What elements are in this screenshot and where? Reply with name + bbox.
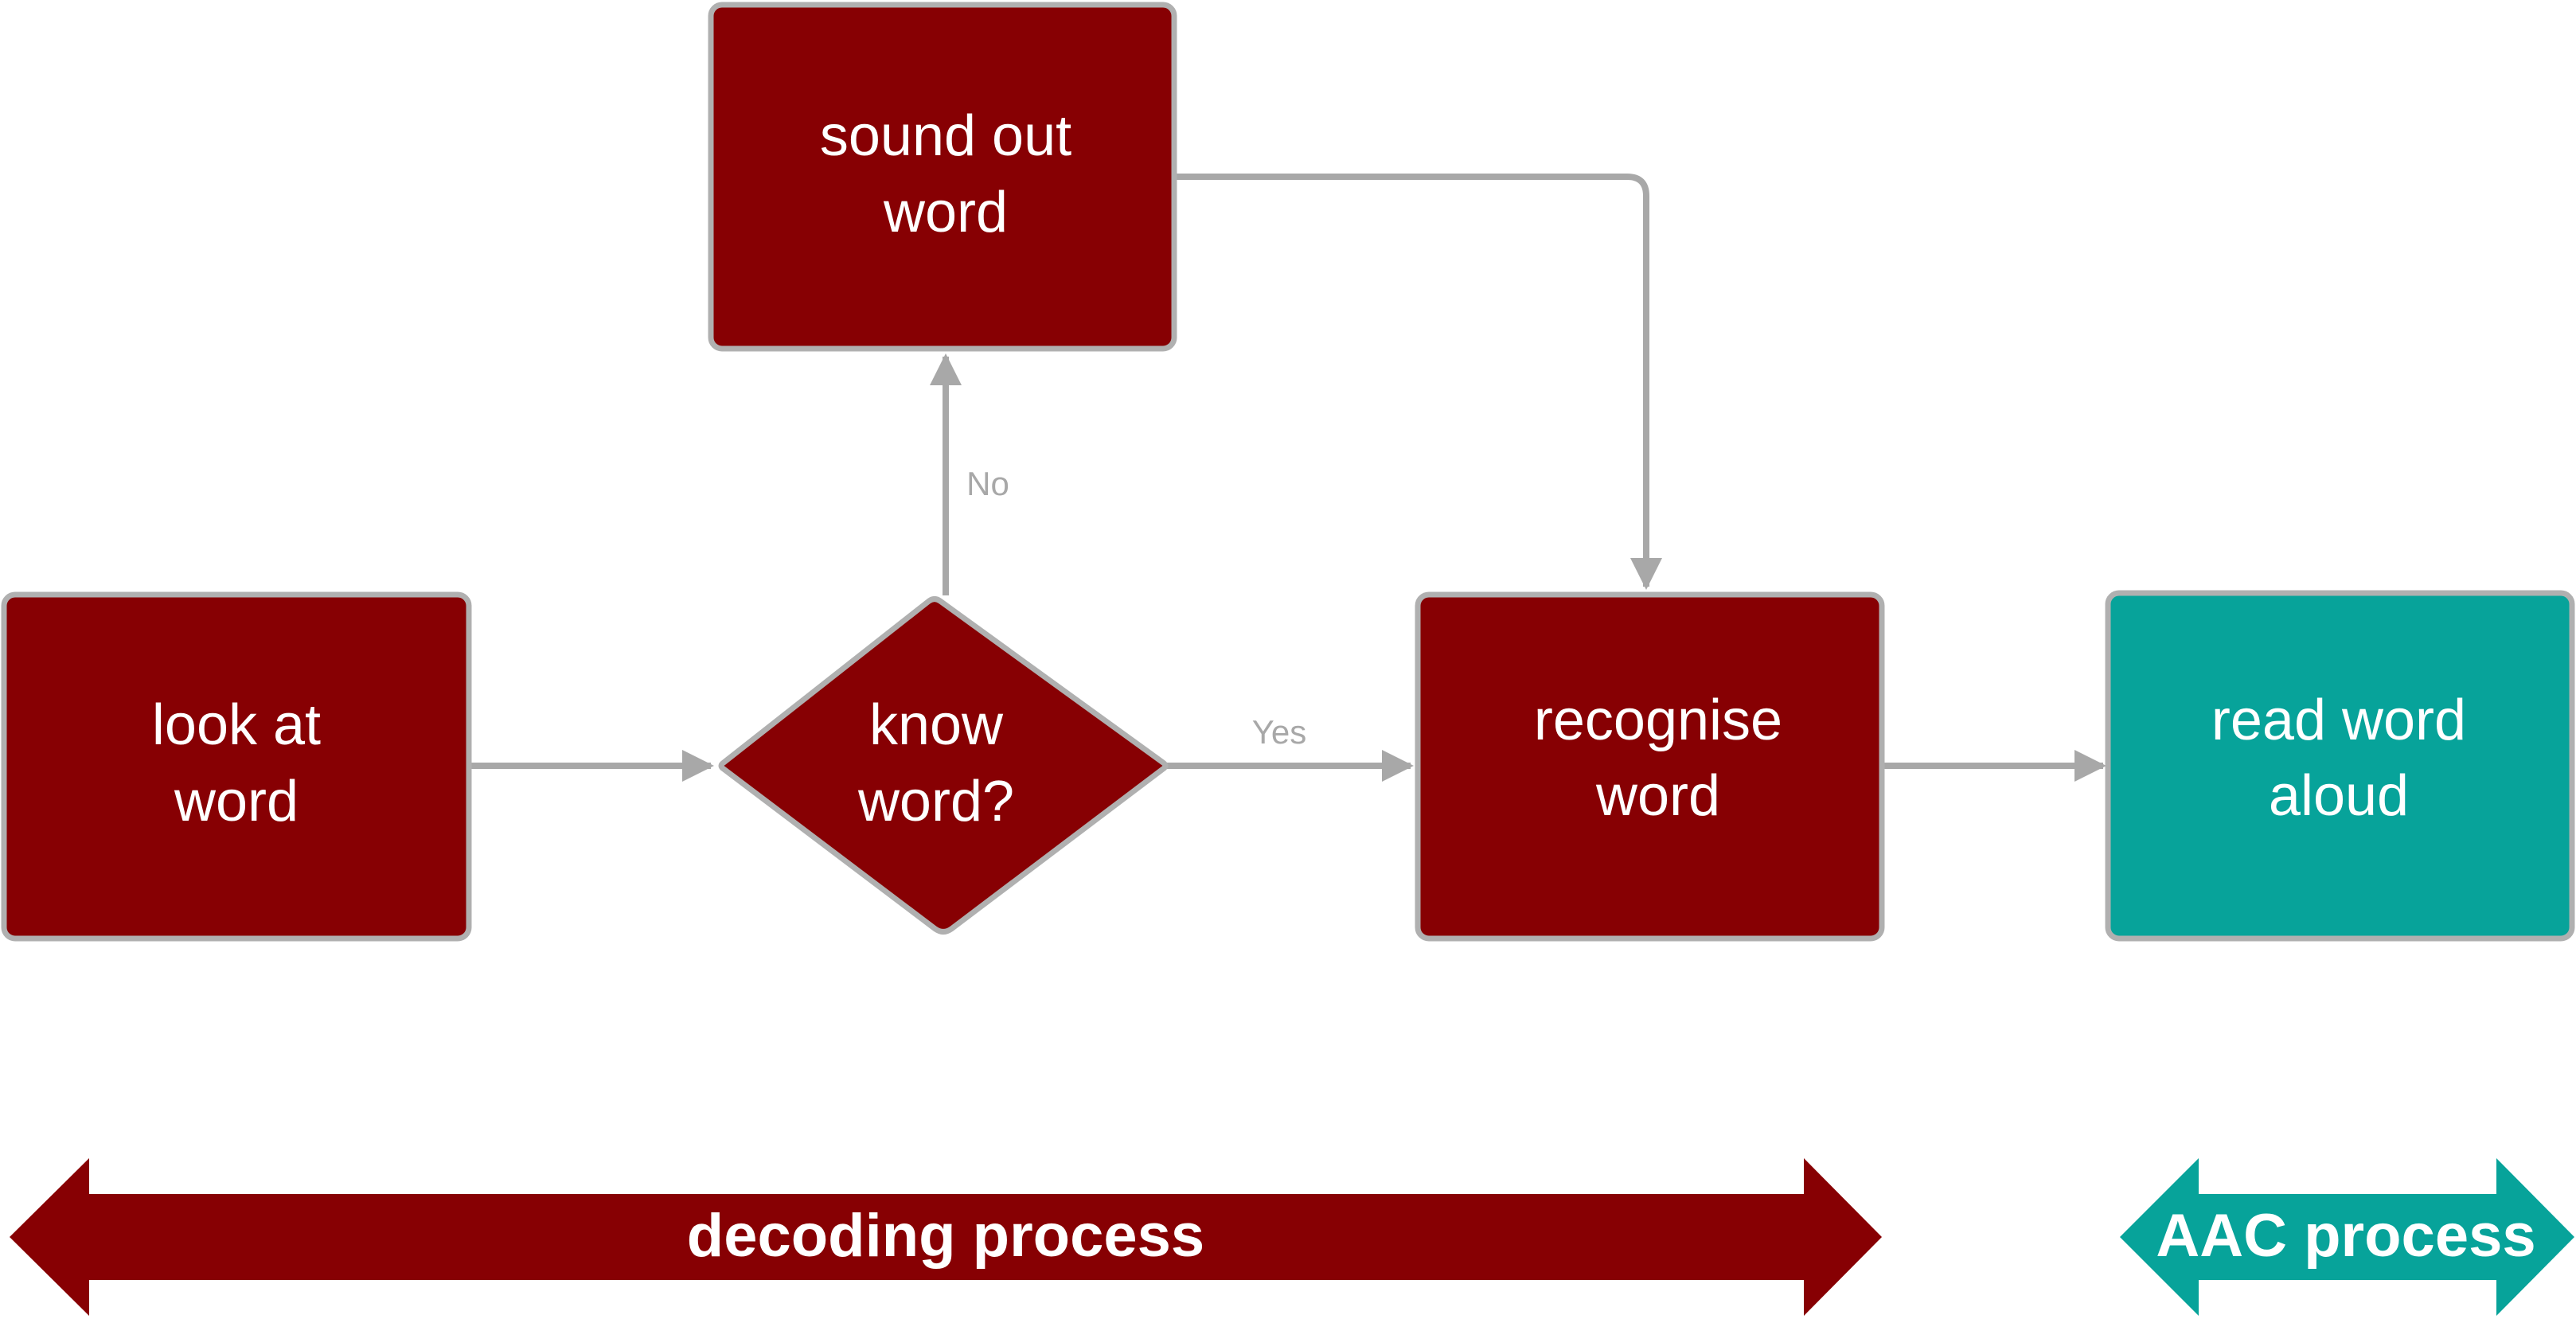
band-aac-process-label: AAC process: [2156, 1202, 2535, 1270]
band-decoding-process: decoding process: [10, 1158, 1882, 1316]
node-know-word-decision: know word?: [718, 596, 1169, 935]
node-know-word-line2: word?: [857, 770, 1014, 833]
node-read-word-aloud-line2: aloud: [2269, 764, 2409, 828]
node-sound-out-word-line2: word: [883, 181, 1008, 244]
node-sound-out-word-line1: sound out: [820, 104, 1071, 168]
band-aac-process: AAC process: [2120, 1158, 2574, 1316]
connector-sound-out-to-recognise: [1177, 174, 1662, 590]
node-recognise-word-line1: recognise: [1534, 689, 1782, 752]
node-know-word-line1: know: [869, 693, 1004, 757]
node-recognise-word-line2: word: [1595, 764, 1720, 828]
node-look-at-word-line1: look at: [152, 693, 321, 757]
node-look-at-word: look at word: [1, 591, 472, 942]
edge-label-no: No: [966, 465, 1009, 502]
node-read-word-aloud-line1: read word: [2211, 689, 2466, 752]
band-decoding-process-label: decoding process: [687, 1202, 1204, 1270]
node-look-at-word-line2: word: [174, 770, 299, 833]
connectors: [471, 174, 2106, 782]
node-recognise-word: recognise word: [1415, 591, 1885, 942]
node-sound-out-word: sound out word: [708, 2, 1177, 352]
node-read-word-aloud: read word aloud: [2105, 590, 2575, 942]
edge-label-yes: Yes: [1252, 713, 1307, 751]
